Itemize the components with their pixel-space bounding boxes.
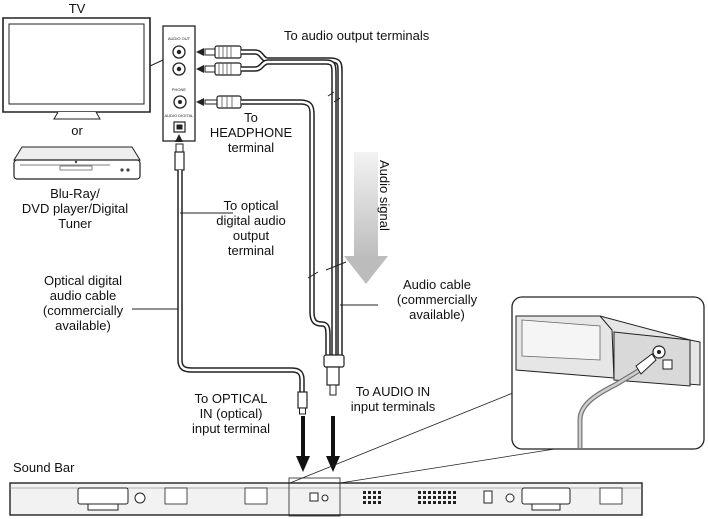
optical-plug-icon [174, 143, 185, 171]
to-optical-in-line: input terminal [191, 421, 271, 436]
inset-detail [289, 296, 705, 484]
mini-plug-icon [204, 95, 242, 109]
optical-cable-line: available) [55, 318, 111, 333]
player-icon [13, 146, 141, 180]
audio-cable-line: (commercially [396, 292, 478, 307]
to-optical-output-line: digital audio [216, 213, 286, 228]
audio-signal-arrow [344, 152, 388, 284]
to-headphone-line: To [244, 110, 258, 125]
optical-cable-line: Optical digital [43, 273, 123, 288]
to-optical-in-line: IN (optical) [199, 406, 263, 421]
down-arrow-icon [296, 416, 340, 472]
to-optical-in-label: To OPTICAL IN (optical) input terminal [176, 391, 286, 436]
audio-cable-line: available) [409, 307, 465, 322]
to-optical-output-line: output [232, 228, 270, 243]
audio-cable-line: Audio cable [403, 277, 471, 292]
jack-panel-icon: AUDIO OUT PHONE AUDIO DIGITAL [149, 25, 196, 142]
panel-arrows [175, 48, 204, 142]
optical-plug-icon [297, 391, 308, 415]
audio-signal-label: Audio signal [377, 160, 392, 231]
optical-cable-label: Optical digital audio cable (commerciall… [18, 273, 148, 333]
audio-out-label: AUDIO OUT [168, 36, 191, 41]
to-headphone-label: To HEADPHONE terminal [196, 110, 306, 155]
optical-cable-line: audio cable [49, 288, 117, 303]
rca-plug-icon [204, 45, 242, 76]
to-optical-output-label: To optical digital audio output terminal [196, 198, 306, 258]
tv-label: TV [68, 1, 86, 16]
audio-digital-label: AUDIO DIGITAL [164, 113, 194, 118]
to-optical-output-line: To optical [223, 198, 279, 213]
to-audio-output-label: To audio output terminals [284, 28, 430, 43]
player-label: Blu-Ray/ DVD player/Digital Tuner [5, 186, 145, 231]
to-audio-in-line: input terminals [350, 399, 436, 414]
to-optical-in-line: To OPTICAL [194, 391, 268, 406]
leader-lines [132, 212, 378, 310]
phone-label: PHONE [172, 87, 187, 92]
optical-cable-line: (commercially [42, 303, 124, 318]
player-label-line: DVD player/Digital [21, 201, 129, 216]
audio-cable-label: Audio cable (commercially available) [382, 277, 492, 322]
optical-cable [177, 170, 305, 392]
player-label-line: Blu-Ray/ [50, 186, 100, 201]
sound-bar-icon [9, 477, 643, 517]
to-optical-output-line: terminal [227, 243, 275, 258]
player-label-line: Tuner [58, 216, 92, 231]
audio-cable [241, 49, 347, 355]
tv-icon [2, 17, 151, 120]
to-audio-in-line: To AUDIO IN [355, 384, 431, 399]
to-audio-in-label: To AUDIO IN input terminals [335, 384, 451, 414]
rca-plug-icon [323, 354, 345, 396]
to-headphone-line: terminal [227, 140, 275, 155]
to-headphone-line: HEADPHONE [209, 125, 293, 140]
sound-bar-label: Sound Bar [13, 460, 75, 475]
or-label: or [71, 123, 83, 138]
